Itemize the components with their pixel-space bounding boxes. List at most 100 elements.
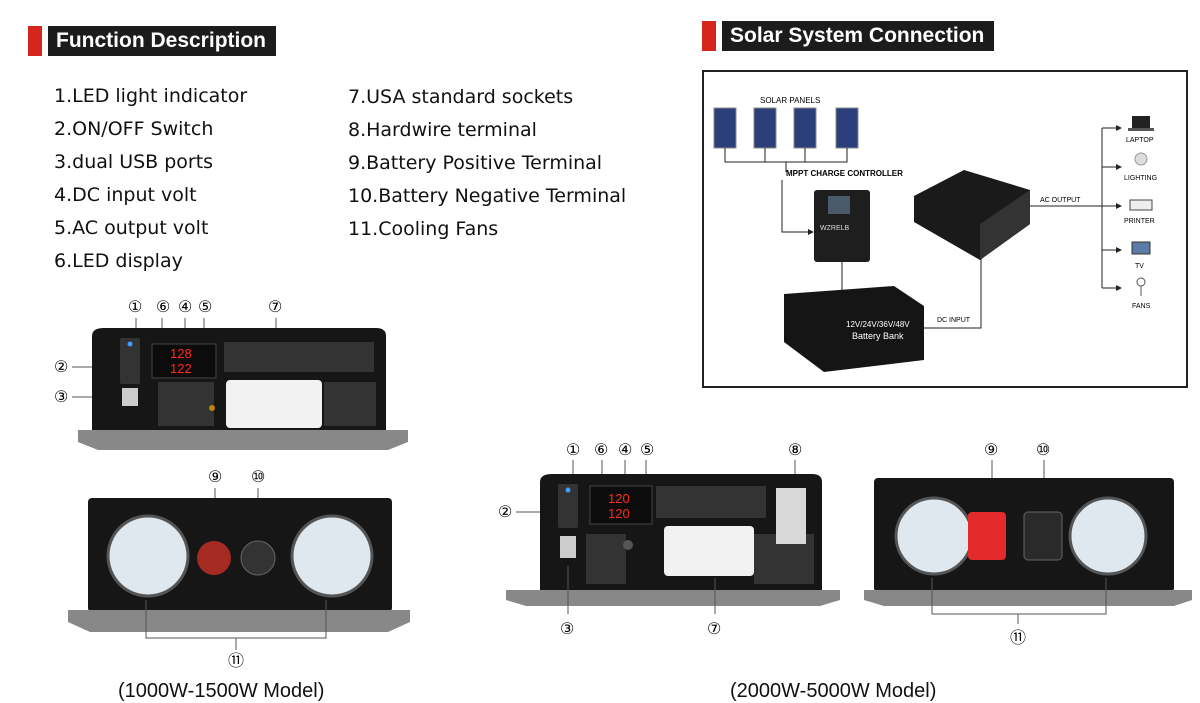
marker-6: ⑥ (594, 442, 608, 459)
usb-ports (122, 388, 138, 406)
marker-7: ⑦ (268, 299, 282, 316)
led-indicator (127, 341, 133, 347)
display-bottom-value: 122 (170, 361, 192, 376)
ac-outlet (226, 380, 322, 428)
led-display (589, 485, 653, 525)
output-arrows (1102, 125, 1122, 291)
power-switch (558, 484, 578, 528)
led-indicator (565, 487, 571, 493)
rear-mounting-bracket (68, 610, 410, 632)
tv-icon (1131, 241, 1151, 255)
marker-3: ③ (560, 621, 574, 638)
vent-grille (586, 486, 814, 584)
ground-screw (209, 405, 215, 411)
printer-icon (1129, 199, 1153, 211)
solar-connection-header: Solar System Connection (702, 21, 995, 51)
charge-controller: WZRELB (814, 190, 870, 262)
function-item: 6.LED display (54, 250, 183, 272)
function-item: 10.Battery Negative Terminal (348, 185, 627, 207)
controller-label: MPPT CHARGE CONTROLLER (786, 169, 903, 178)
function-item: 7.USA standard sockets (348, 86, 574, 108)
device-laptop: LAPTOP (1126, 137, 1154, 144)
battery-voltage: 12V/24V/36V/48V (846, 320, 910, 329)
big-model-caption: (2000W-5000W Model) (730, 680, 937, 702)
marker-1: ① (128, 299, 142, 316)
function-item: 8.Hardwire terminal (348, 119, 537, 141)
battery-label: Battery Bank (852, 331, 904, 341)
marker-11: ⑪ (228, 652, 244, 670)
rear-mounting-bracket (864, 590, 1192, 606)
device-fans: FANS (1132, 303, 1151, 310)
marker-2: ② (54, 359, 68, 376)
function-item: 2.ON/OFF Switch (54, 118, 214, 140)
mounting-bracket (78, 430, 408, 450)
negative-terminal (1023, 511, 1063, 561)
device-lighting: LIGHTING (1124, 175, 1157, 182)
usb-ports (560, 536, 576, 558)
marker-10: ⑩ (1036, 442, 1050, 459)
big-model-front: ① ⑥ ④ ⑤ ⑧ ② 120 120 ③ ⑦ (498, 442, 840, 638)
function-item: 3.dual USB ports (54, 151, 214, 173)
marker-2: ② (498, 504, 512, 521)
header-accent-bar (702, 21, 716, 51)
marker-6: ⑥ (156, 299, 170, 316)
marker-8: ⑧ (788, 442, 802, 459)
function-item: 4.DC input volt (54, 184, 197, 206)
marker-9: ⑨ (208, 469, 222, 486)
solar-panels-label: SOLAR PANELS (760, 96, 820, 105)
negative-terminal (240, 540, 276, 576)
display-bottom-value: 120 (608, 506, 630, 521)
device-tv: TV (1135, 263, 1144, 270)
function-description-title: Function Description (48, 26, 276, 56)
function-description-header: Function Description (28, 26, 276, 56)
big-model-rear: ⑨ ⑩ ⑪ (864, 442, 1192, 647)
function-list-right: 7.USA standard sockets 8.Hardwire termin… (348, 81, 626, 246)
mounting-bracket (506, 590, 840, 606)
cooling-fan-right (290, 514, 374, 598)
fan-icon (1136, 277, 1146, 296)
marker-5: ⑤ (640, 442, 654, 459)
marker-5: ⑤ (198, 299, 212, 316)
power-switch (120, 338, 140, 384)
display-top-value: 128 (170, 346, 192, 361)
cooling-fan-right (1068, 496, 1148, 576)
marker-3: ③ (54, 389, 68, 406)
positive-terminal (197, 541, 231, 575)
solar-panels (713, 107, 859, 172)
small-model-caption: (1000W-1500W Model) (118, 680, 325, 702)
battery-bank: 12V/24V/36V/48V Battery Bank (784, 286, 924, 372)
marker-10: ⑩ (251, 469, 265, 486)
cooling-fan-left (894, 496, 974, 576)
dc-input-label: DC INPUT (937, 317, 971, 324)
marker-9: ⑨ (984, 442, 998, 459)
positive-terminal (968, 512, 1006, 560)
marker-1: ① (566, 442, 580, 459)
vent-grille (158, 342, 376, 426)
cooling-fan-left (106, 514, 190, 598)
solar-connection-title: Solar System Connection (722, 21, 995, 51)
inverter-unit (914, 170, 1030, 260)
function-item: 5.AC output volt (54, 217, 209, 239)
hardwire-terminal (776, 488, 806, 544)
header-accent-bar (28, 26, 42, 56)
ac-output-label: AC OUTPUT (1040, 197, 1081, 204)
device-printer: PRINTER (1124, 218, 1155, 225)
ac-outlet (664, 526, 754, 576)
solar-diagram-panel: SOLAR PANELS MPPT CHARGE CONTROLLER WZRE… (702, 70, 1188, 388)
marker-4: ④ (178, 299, 192, 316)
solar-diagram: SOLAR PANELS MPPT CHARGE CONTROLLER WZRE… (713, 96, 1157, 372)
led-display (151, 343, 217, 379)
marker-4: ④ (618, 442, 632, 459)
controller-brand: WZRELB (820, 225, 850, 232)
small-model-rear: ⑨ ⑩ ⑪ (68, 469, 410, 670)
small-model-front: ① ⑥ ④ ⑤ ⑦ ② ③ 128 122 (54, 299, 408, 450)
function-item: 1.LED light indicator (54, 85, 248, 107)
light-bulb-icon (1134, 152, 1148, 166)
ground-screw (623, 540, 633, 550)
function-item: 9.Battery Positive Terminal (348, 152, 603, 174)
function-item: 11.Cooling Fans (348, 218, 499, 240)
display-top-value: 120 (608, 491, 630, 506)
function-list-left: 1.LED light indicator 2.ON/OFF Switch 3.… (54, 80, 247, 278)
laptop-icon (1128, 116, 1154, 131)
marker-7: ⑦ (707, 621, 721, 638)
